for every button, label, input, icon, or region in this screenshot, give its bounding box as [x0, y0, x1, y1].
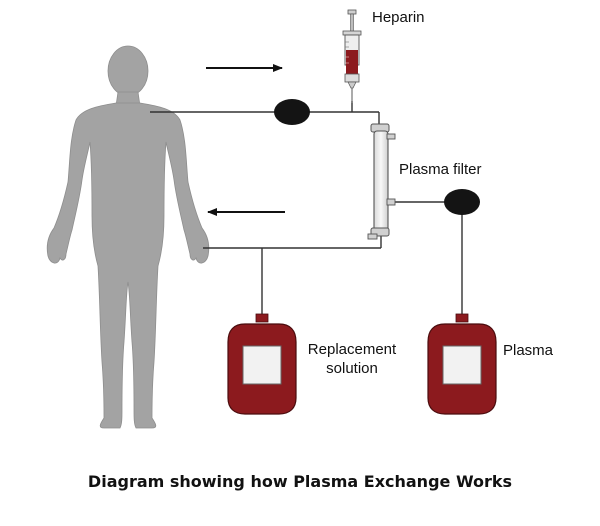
- replacement-label-line2: solution: [326, 360, 378, 377]
- plasma-bag: [427, 313, 497, 415]
- plasma-filter-label: Plasma filter: [399, 161, 482, 178]
- replacement-solution-label: Replacement solution: [302, 340, 402, 378]
- heparin-label: Heparin: [372, 9, 425, 26]
- blood-pump: [274, 99, 310, 125]
- syringe-icon: [342, 9, 362, 103]
- replacement-label-line1: Replacement: [307, 341, 397, 358]
- tubing: [150, 101, 463, 316]
- plasma-label: Plasma: [503, 342, 554, 359]
- plasma-pump: [444, 189, 480, 215]
- replacement-solution-bag: [227, 313, 297, 415]
- human-body-silhouette: [46, 45, 210, 429]
- diagram-caption: Diagram showing how Plasma Exchange Work…: [87, 472, 513, 491]
- plasma-filter: [367, 123, 396, 240]
